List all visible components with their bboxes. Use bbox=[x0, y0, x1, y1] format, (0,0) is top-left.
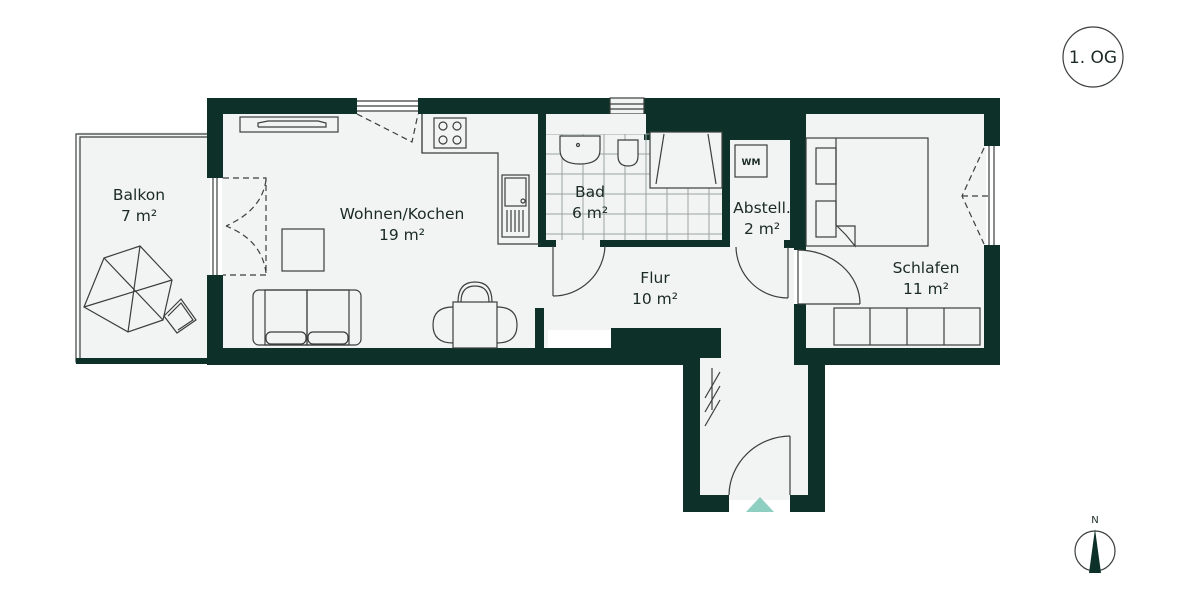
coffee-table bbox=[281, 228, 325, 272]
living-furniture bbox=[239, 114, 540, 349]
washing-machine: WM bbox=[734, 144, 768, 178]
floor-level-badge: 1. OG bbox=[1062, 26, 1124, 88]
deck-chair bbox=[163, 298, 197, 334]
room-area-balkon: 7 m² bbox=[121, 207, 157, 225]
bedroom-furniture bbox=[805, 137, 981, 346]
room-name-flur: Flur bbox=[640, 269, 670, 287]
room-area-bad: 6 m² bbox=[572, 204, 608, 222]
balkon-floor bbox=[78, 132, 210, 360]
north-label: N bbox=[1091, 515, 1098, 526]
sofa bbox=[252, 289, 362, 346]
north-compass-icon: N bbox=[1074, 515, 1116, 573]
room-name-wohnen: Wohnen/Kochen bbox=[340, 205, 465, 223]
room-name-bad: Bad bbox=[575, 183, 605, 201]
room-labels: Balkon 7 m² Wohnen/Kochen 19 m² Bad 6 m²… bbox=[113, 183, 959, 308]
balcony-railing bbox=[75, 133, 216, 364]
bed bbox=[805, 137, 929, 247]
room-area-flur: 10 m² bbox=[632, 290, 678, 308]
bath-fixtures bbox=[559, 131, 723, 189]
entrance-marker-icon bbox=[746, 497, 774, 512]
dining-table bbox=[432, 281, 518, 349]
tv-sideboard bbox=[239, 116, 339, 133]
room-name-abstell: Abstell. bbox=[733, 199, 791, 217]
room-area-wohnen: 19 m² bbox=[379, 226, 425, 244]
flur-floor bbox=[544, 244, 794, 330]
room-name-balkon: Balkon bbox=[113, 186, 165, 204]
room-name-schlafen: Schlafen bbox=[893, 259, 960, 277]
cooktop-icon bbox=[433, 117, 467, 149]
walls bbox=[207, 98, 1000, 512]
toilet-icon bbox=[617, 139, 639, 167]
sink-icon bbox=[559, 135, 601, 165]
floor-level-label: 1. OG bbox=[1069, 48, 1117, 68]
wm-label: WM bbox=[742, 158, 761, 168]
shower-tray bbox=[649, 131, 723, 189]
windows bbox=[212, 97, 995, 275]
room-area-schlafen: 11 m² bbox=[903, 280, 949, 298]
room-area-abstell: 2 m² bbox=[744, 220, 780, 238]
balcony-furniture bbox=[83, 245, 197, 334]
